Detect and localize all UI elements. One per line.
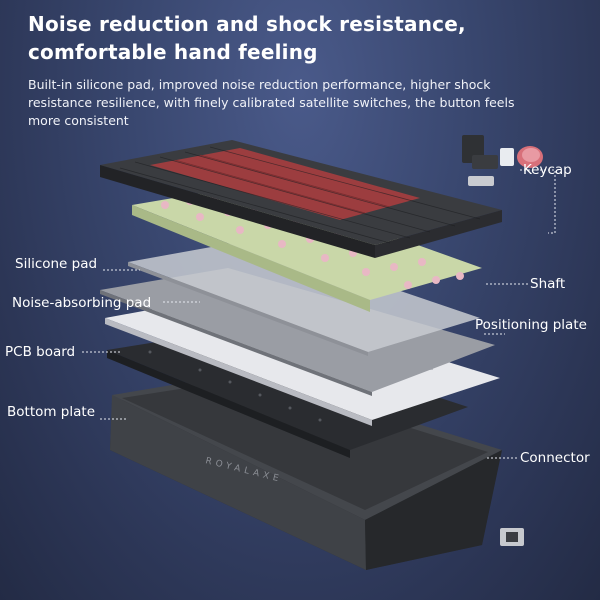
switch-keycap-closeup bbox=[462, 135, 543, 186]
bottom-plate-layer: ROYALAXE bbox=[110, 372, 502, 570]
description-line-2: resistance resilience, with finely calib… bbox=[28, 95, 515, 110]
usb-receiver-icon bbox=[500, 528, 524, 546]
headline: Noise reduction and shock resistance, co… bbox=[28, 10, 588, 66]
label-connector: Connector bbox=[520, 450, 590, 466]
description: Built-in silicone pad, improved noise re… bbox=[28, 76, 580, 130]
headline-line-1: Noise reduction and shock resistance, bbox=[28, 12, 466, 36]
label-silicone-pad: Silicone pad bbox=[15, 256, 98, 272]
label-positioning-plate: Positioning plate bbox=[475, 317, 587, 333]
label-noise-absorbing-pad: Noise-absorbing pad bbox=[12, 295, 152, 311]
silicone-pad-layer bbox=[128, 240, 480, 356]
description-line-1: Built-in silicone pad, improved noise re… bbox=[28, 77, 491, 92]
label-bottom-plate: Bottom plate bbox=[7, 404, 96, 420]
description-line-3: more consistent bbox=[28, 113, 129, 128]
label-keycap: Keycap bbox=[523, 162, 572, 178]
headline-line-2: comfortable hand feeling bbox=[28, 40, 318, 64]
label-shaft: Shaft bbox=[530, 276, 566, 292]
keycap-layer bbox=[100, 140, 502, 258]
noise-absorbing-pad-layer bbox=[100, 268, 495, 396]
label-pcb-board: PCB board bbox=[5, 344, 76, 360]
callout-leader-lines bbox=[82, 169, 556, 459]
